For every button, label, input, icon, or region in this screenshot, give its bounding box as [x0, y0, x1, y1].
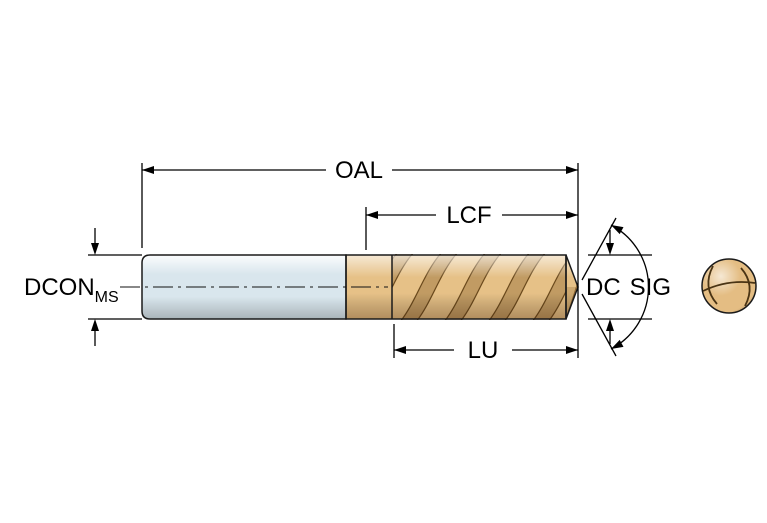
sig-angle-line-bottom	[581, 293, 617, 357]
dc-sig-label: DC SIG	[586, 274, 671, 301]
drill-end-view	[701, 258, 757, 314]
dcon-label: DCON	[24, 274, 95, 301]
tan-shading	[346, 255, 566, 319]
end-view-shading	[702, 259, 756, 313]
lcf-arrow-left	[366, 211, 378, 219]
shank-outline	[141, 254, 347, 320]
dc-arrow-top	[606, 243, 614, 255]
lu-label: LU	[468, 337, 499, 364]
lcf-arrow-right	[566, 211, 578, 219]
oal-label: OAL	[335, 157, 383, 184]
dcon-subscript: MS	[95, 289, 119, 306]
dim-dcon: DCONMS	[24, 228, 142, 346]
dc-arrow-bottom	[606, 319, 614, 331]
sig-angle-line-top	[581, 217, 617, 281]
sig-arc-arrow-bottom	[611, 339, 624, 349]
end-view-flute-line	[707, 265, 718, 305]
dcon-arrow-bottom	[91, 319, 99, 331]
drill-point-shading	[566, 255, 578, 319]
dim-lcf: LCF	[365, 202, 578, 250]
dim-lu: LU	[393, 324, 578, 364]
end-view-flute-line	[702, 281, 756, 292]
sig-angle-arc	[610, 224, 650, 350]
sig-arc-arrow-top	[611, 225, 624, 235]
dim-dc-sig: DC SIG	[581, 217, 671, 357]
dc-label: DC	[586, 274, 621, 301]
end-view-outline	[701, 258, 757, 314]
lcf-label: LCF	[446, 202, 491, 229]
dcon-label-group: DCONMS	[24, 274, 119, 306]
lu-arrow-left	[394, 346, 406, 354]
oal-arrow-left	[142, 166, 154, 174]
dcon-arrow-top	[91, 243, 99, 255]
lu-arrow-right	[566, 346, 578, 354]
end-view-flute-line	[740, 267, 751, 307]
sig-label: SIG	[630, 274, 671, 301]
drill-point-outline	[565, 254, 579, 320]
oal-arrow-right	[566, 166, 578, 174]
dim-oal: OAL	[141, 157, 579, 358]
drill-side-view	[120, 254, 579, 320]
